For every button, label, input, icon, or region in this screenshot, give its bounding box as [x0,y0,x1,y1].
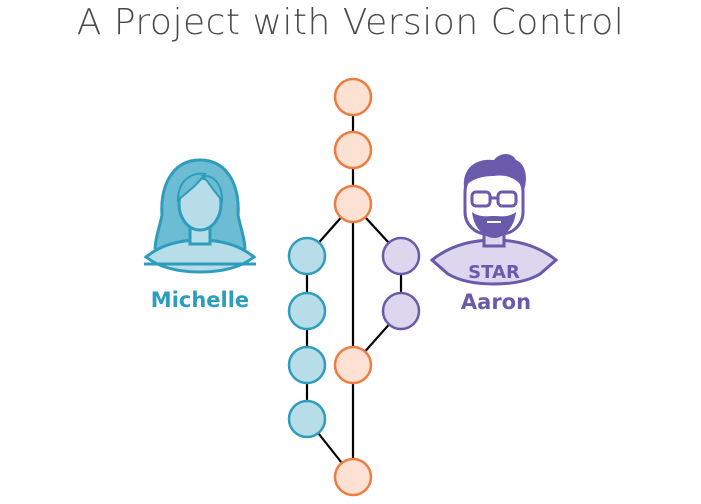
commit-node-main [333,130,373,170]
michelle-label: Michelle [150,288,250,312]
aaron-label: Aaron [460,290,532,314]
michelle-branch-commits [287,236,327,439]
aaron-branch-commits [381,236,421,331]
commit-node-michelle [287,236,327,276]
commit-node-michelle [287,291,327,331]
main-branch-commits [333,77,373,497]
aaron-shirt-text: STAR [468,262,520,283]
michelle-avatar-icon [143,158,257,274]
commit-node-main [333,184,373,224]
commit-node-aaron [381,236,421,276]
aaron-avatar-icon [429,154,559,286]
commit-node-aaron [381,291,421,331]
commit-node-michelle [287,399,327,439]
commit-node-michelle [287,345,327,385]
commit-node-main [333,77,373,117]
commit-node-main [333,457,373,497]
page-title: A Project with Version Control [76,2,625,43]
commit-node-main [333,345,373,385]
